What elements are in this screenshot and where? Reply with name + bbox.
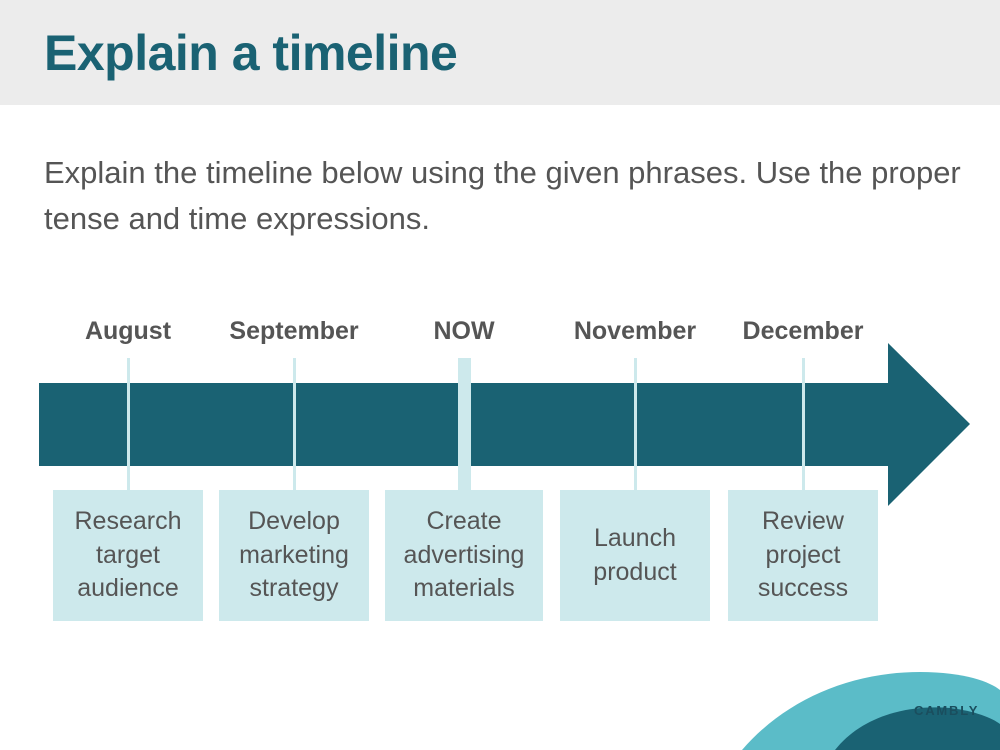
month-label-september: September (229, 317, 359, 345)
tick-marker (126, 358, 130, 490)
tick-marker (801, 358, 805, 490)
task-box-create: Create advertising materials (385, 490, 543, 621)
task-label: Review project success (757, 507, 849, 603)
task-label: Launch product (593, 524, 677, 586)
tick-marker (633, 358, 637, 490)
month-label-now: NOW (433, 317, 495, 345)
now-marker (457, 358, 471, 490)
brand-logo: CAMBLY (914, 703, 980, 718)
task-label: Develop marketing strategy (239, 507, 349, 603)
instructions-text: Explain the timeline below using the giv… (44, 155, 961, 236)
task-box-launch: Launch product (560, 490, 710, 621)
month-label-august: August (84, 317, 172, 345)
month-label-november: November (573, 317, 697, 345)
page-title: Explain a timeline (44, 25, 458, 81)
task-box-research: Research target audience (53, 490, 203, 621)
tick-marker (292, 358, 296, 490)
task-label: Research target audience (74, 507, 182, 603)
task-box-develop: Develop marketing strategy (219, 490, 369, 621)
task-box-review: Review project success (728, 490, 878, 621)
task-label: Create advertising materials (403, 507, 525, 603)
header-bar: Explain a timeline (0, 0, 1000, 105)
month-label-december: December (742, 317, 864, 345)
